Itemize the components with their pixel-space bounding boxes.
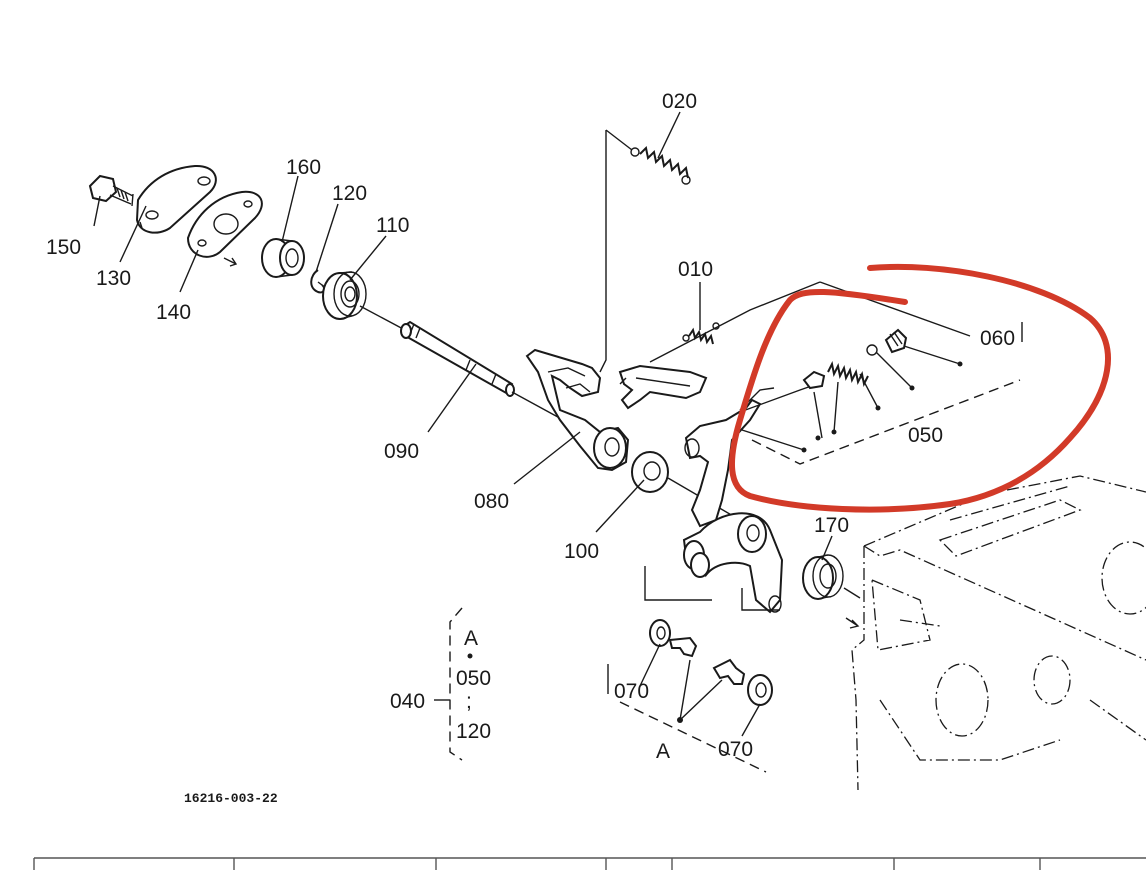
spring-010: [649, 281, 821, 363]
bearing-110: [322, 271, 367, 320]
red-circle-annotation: [729, 263, 1111, 513]
kit-letter: A: [464, 627, 478, 650]
link-arm: [618, 364, 708, 410]
label-130: 130: [96, 267, 131, 290]
label-140: 140: [156, 301, 191, 324]
label-160: 160: [286, 156, 321, 179]
drawing-code: 16216-003-22: [184, 791, 278, 806]
label-100: 100: [564, 540, 599, 563]
spring-020: [599, 129, 691, 373]
pin-group-a: [607, 566, 780, 773]
bolt-150: [88, 174, 134, 207]
circlip-120: [310, 269, 326, 294]
label-040: 040: [390, 690, 425, 713]
label-070-a: 070: [614, 680, 649, 703]
label-070-b: 070: [718, 738, 753, 761]
kit-range-to: 120: [456, 720, 491, 743]
label-090: 090: [384, 440, 419, 463]
oil-seal-160: [261, 238, 305, 278]
label-010: 010: [678, 258, 713, 281]
group-letter-a: A: [656, 740, 670, 763]
gasket-140: [186, 190, 263, 267]
label-060: 060: [980, 327, 1015, 350]
label-150: 150: [46, 236, 81, 259]
label-050: 050: [908, 424, 943, 447]
kit-range-from: 050: [456, 667, 491, 690]
kit-range-sep: ;: [466, 690, 472, 713]
engine-block: [851, 475, 1146, 791]
label-170: 170: [814, 514, 849, 537]
label-080: 080: [474, 490, 509, 513]
kit-bracket-040: A 050 ; 120: [434, 607, 491, 761]
washer-100: [631, 451, 669, 493]
cover-plate-130: [135, 164, 217, 234]
leader-lines: [93, 111, 833, 737]
shaft-090: [359, 305, 515, 397]
label-020: 020: [662, 90, 697, 113]
parts-table-header: [33, 857, 1146, 870]
lever-080: [525, 348, 630, 472]
label-110: 110: [376, 214, 409, 237]
governor-fork: [682, 387, 784, 614]
label-120: 120: [332, 182, 367, 205]
bearing-170: [802, 554, 861, 629]
